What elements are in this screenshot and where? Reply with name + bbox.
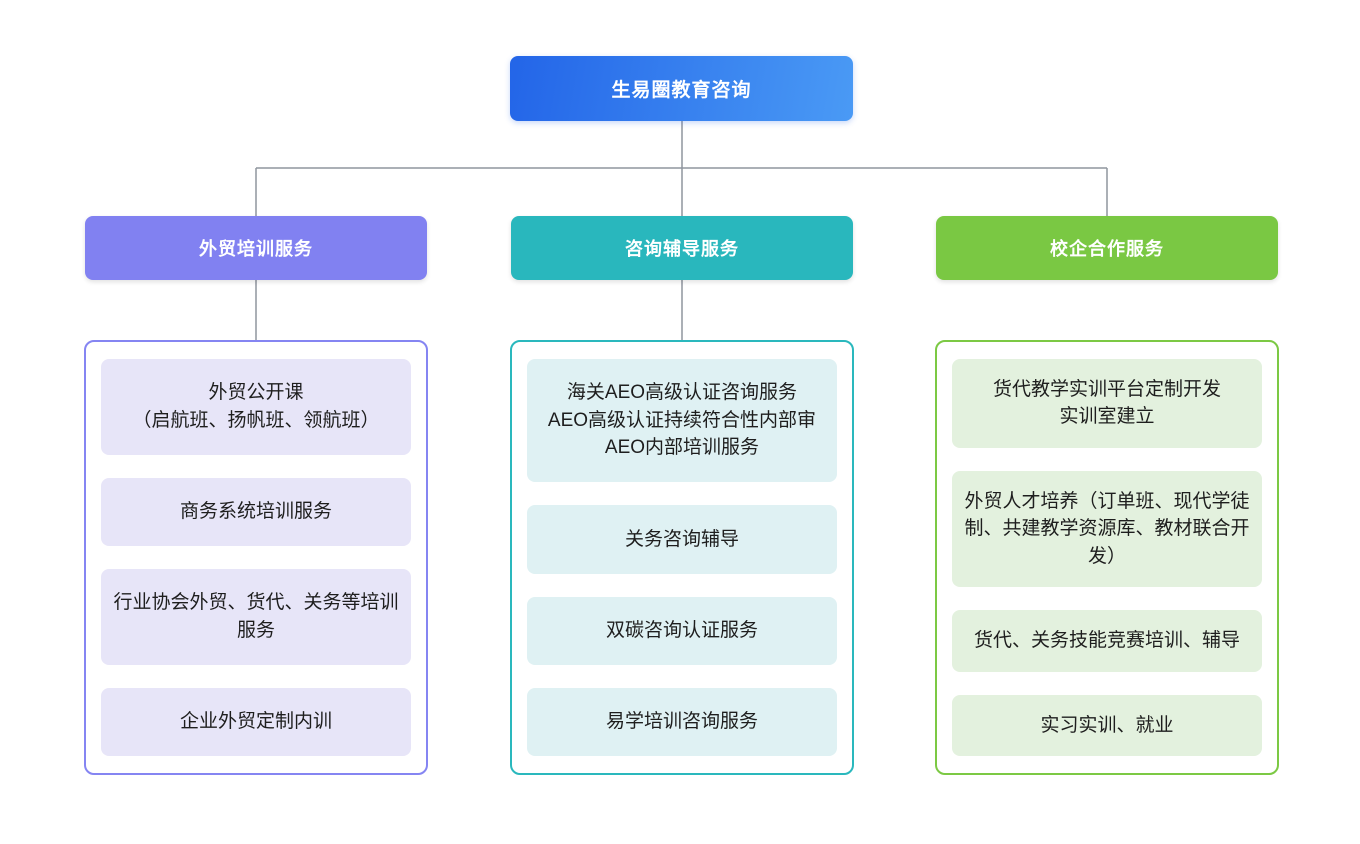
branch-header-consulting-coaching[interactable]: 咨询辅导服务 — [511, 216, 853, 280]
leaf-node-label: 企业外贸定制内训 — [179, 711, 332, 733]
leaf-node-label: 货代、关务技能竞赛培训、辅导 — [973, 630, 1240, 652]
branch-header-school-enterprise[interactable]: 校企合作服务 — [936, 216, 1278, 280]
branch-header-trade-training[interactable]: 外贸培训服务 — [85, 216, 427, 280]
leaf-node-label: 海关AEO高级认证咨询服务 AEO高级认证持续符合性内部审 AEO内部培训服务 — [547, 382, 817, 459]
leaf-node-label: 商务系统培训服务 — [179, 501, 332, 523]
leaf-node[interactable]: 外贸公开课 （启航班、扬帆班、领航班） — [101, 359, 411, 455]
root-node-label: 生易圈教育咨询 — [611, 80, 752, 101]
leaf-node[interactable]: 货代、关务技能竞赛培训、辅导 — [952, 610, 1262, 672]
leaf-node[interactable]: 货代教学实训平台定制开发 实训室建立 — [952, 359, 1262, 448]
leaf-node[interactable]: 企业外贸定制内训 — [101, 687, 411, 757]
leaf-node-label: 关务咨询辅导 — [624, 528, 739, 550]
leaf-node[interactable]: 实习实训、就业 — [952, 694, 1262, 757]
leaf-node-label: 外贸人才培养（订单班、现代学徒制、共建教学资源库、教材联合开发） — [964, 490, 1250, 567]
branch-header-label: 外贸培训服务 — [199, 239, 313, 259]
leaf-node[interactable]: 商务系统培训服务 — [101, 477, 411, 547]
leaf-node-label: 行业协会外贸、货代、关务等培训服务 — [113, 592, 399, 641]
leaf-node[interactable]: 关务咨询辅导 — [527, 505, 837, 574]
leaf-node[interactable]: 外贸人才培养（订单班、现代学徒制、共建教学资源库、教材联合开发） — [952, 470, 1262, 588]
leaf-node-label: 实习实训、就业 — [1040, 714, 1174, 736]
branch-header-label: 咨询辅导服务 — [625, 239, 739, 259]
root-node[interactable]: 生易圈教育咨询 — [510, 56, 853, 121]
leaf-node[interactable]: 行业协会外贸、货代、关务等培训服务 — [101, 569, 411, 665]
leaf-node-label: 货代教学实训平台定制开发 实训室建立 — [992, 378, 1221, 428]
branch-group-trade-training: 外贸公开课 （启航班、扬帆班、领航班） 商务系统培训服务 行业协会外贸、货代、关… — [84, 340, 428, 775]
leaf-node-label: 外贸公开课 （启航班、扬帆班、领航班） — [132, 382, 380, 431]
leaf-node-label: 双碳咨询认证服务 — [605, 619, 758, 641]
leaf-node-label: 易学培训咨询服务 — [605, 711, 758, 733]
leaf-node[interactable]: 海关AEO高级认证咨询服务 AEO高级认证持续符合性内部审 AEO内部培训服务 — [527, 359, 837, 483]
branch-group-school-enterprise: 货代教学实训平台定制开发 实训室建立 外贸人才培养（订单班、现代学徒制、共建教学… — [935, 340, 1279, 775]
leaf-node[interactable]: 双碳咨询认证服务 — [527, 596, 837, 665]
leaf-node[interactable]: 易学培训咨询服务 — [527, 687, 837, 757]
branch-header-label: 校企合作服务 — [1050, 239, 1164, 259]
branch-group-consulting-coaching: 海关AEO高级认证咨询服务 AEO高级认证持续符合性内部审 AEO内部培训服务 … — [510, 340, 854, 775]
